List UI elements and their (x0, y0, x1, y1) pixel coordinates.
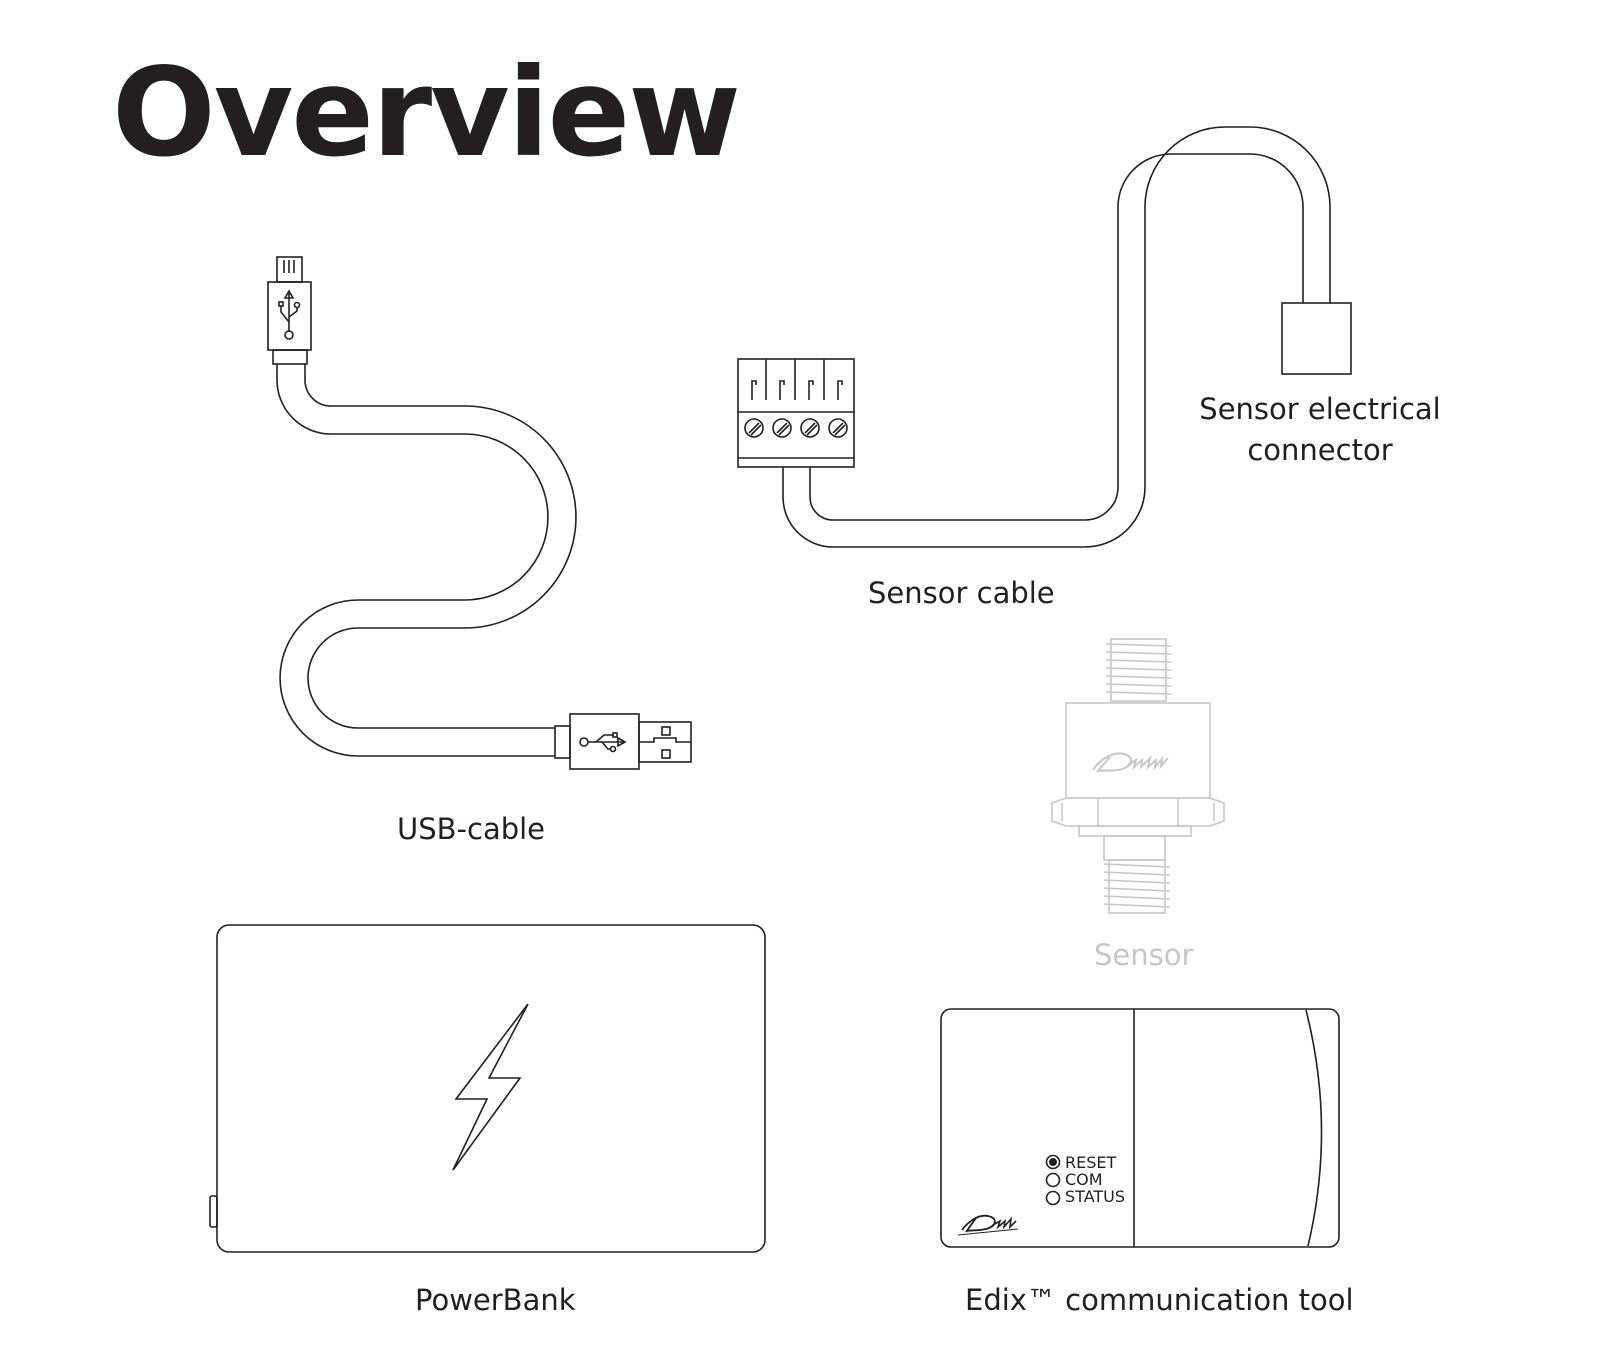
usb-cable (267, 256, 692, 770)
reset-indicator-label: RESET (1065, 1153, 1117, 1172)
status-indicator-label: STATUS (1065, 1187, 1126, 1206)
sensor-hex-nut (1051, 797, 1225, 827)
usb-symbol-icon (278, 289, 301, 340)
micro-usb-plug (267, 256, 312, 365)
powerbank-label: PowerBank (415, 1283, 576, 1317)
powerbank (209, 924, 766, 1253)
sensor-body (1065, 702, 1211, 799)
sensor-electrical-connector-label: Sensor electrical connector (1185, 389, 1455, 471)
connector-label-line1: Sensor electrical (1199, 392, 1441, 426)
edix-communication-tool (940, 1008, 1340, 1248)
page-title: Overview (112, 42, 741, 184)
sensor-electrical-connector (1281, 302, 1352, 375)
terminal-block (737, 358, 855, 468)
usb-a-plug (554, 713, 692, 770)
sensor-top-thread (1105, 638, 1172, 702)
edix-indicator-labels: RESET COM STATUS (1065, 1154, 1125, 1205)
sensor-bottom-thread (1103, 859, 1171, 914)
usb-cable-label: USB-cable (397, 812, 546, 846)
cable-body (782, 126, 1331, 548)
sensor-cable-label: Sensor cable (868, 576, 1055, 610)
usb-symbol-icon (579, 732, 627, 753)
sensor-cable (737, 126, 1352, 548)
edix-tool-label: Edix™ communication tool (965, 1283, 1354, 1317)
screw-terminal-icon (744, 418, 848, 438)
danfoss-logo (957, 1214, 1019, 1236)
lightning-bolt-icon (452, 1003, 529, 1171)
connector-label-line2: connector (1247, 433, 1393, 467)
sensor-body-logo (1092, 752, 1169, 773)
cable-body (276, 364, 577, 757)
sensor-label: Sensor (1094, 938, 1194, 972)
com-indicator-label: COM (1065, 1170, 1103, 1189)
pressure-sensor (1051, 638, 1225, 914)
